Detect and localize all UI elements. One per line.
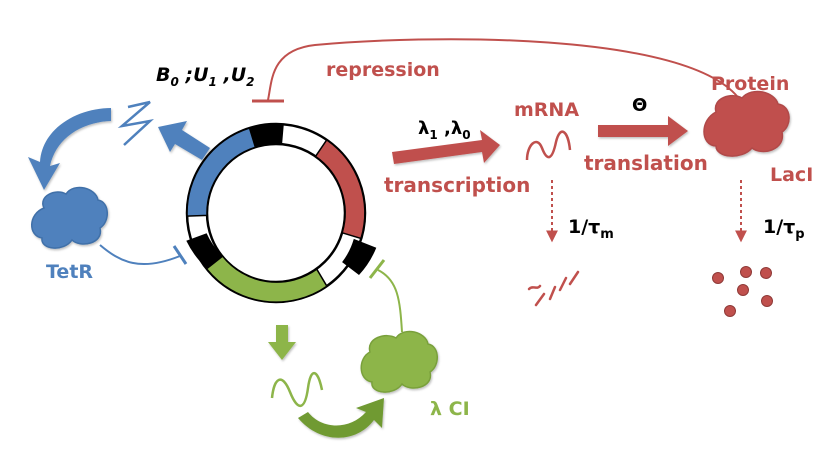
promoter-block-right	[342, 238, 377, 275]
laci-pathway	[392, 90, 790, 317]
theta-label: Θ	[632, 95, 647, 116]
tetr-protein-blob	[31, 186, 108, 249]
protein-label: Protein	[711, 73, 789, 95]
lambda-ci-label: λ CI	[430, 398, 470, 420]
translation-label: translation	[584, 151, 708, 175]
lambda-ci-translation-arrow	[298, 398, 384, 438]
promoter-block-top	[249, 123, 284, 148]
lambda-ci-expression-arrow	[268, 325, 296, 360]
repression-label: repression	[326, 59, 440, 81]
repression-link	[252, 38, 741, 103]
laci-label: LacI	[770, 164, 813, 186]
lambda-ci-pathway	[268, 325, 438, 438]
lambda-ci-repression-line	[377, 269, 403, 333]
lambda-ci-repression	[368, 259, 403, 333]
mrna-label: mRNA	[514, 99, 579, 121]
plasmid-segment-lambda-ci	[205, 255, 328, 303]
lambda-ci-repression-bar	[368, 259, 386, 279]
tetr-label: TetR	[46, 261, 93, 283]
tetr-expression-arrow	[158, 121, 210, 160]
lambda-ci-protein-blob	[360, 330, 438, 393]
promoter-block-left	[186, 233, 223, 269]
plasmid	[185, 122, 377, 304]
repression-line	[267, 38, 741, 101]
transcription-arrow	[392, 130, 500, 164]
protein-decay-rate-label: 1/τp	[763, 216, 805, 242]
mrna-fragments	[527, 270, 580, 307]
protein-blob	[703, 90, 790, 157]
tetr-translation-arrow	[28, 108, 111, 190]
mrna-strand	[525, 130, 572, 161]
tetr-repression	[99, 244, 188, 265]
protein-fragments	[712, 266, 773, 317]
tetr-repression-bar	[172, 245, 188, 265]
tetr-mrna-strand	[117, 100, 154, 146]
mrna-decay-rate-label: 1/τm	[568, 216, 614, 242]
transcription-rates-label: λ1 ,λ0	[418, 118, 471, 142]
tetr-pathway	[28, 100, 210, 249]
transcription-label: transcription	[384, 173, 530, 197]
plasmid-segment-laci	[314, 138, 366, 240]
translation-arrow	[598, 116, 688, 146]
params-label: B0 ;U1 ,U2	[156, 64, 255, 89]
lambda-ci-mrna-strand	[270, 372, 324, 407]
tetr-repression-line	[99, 244, 181, 265]
